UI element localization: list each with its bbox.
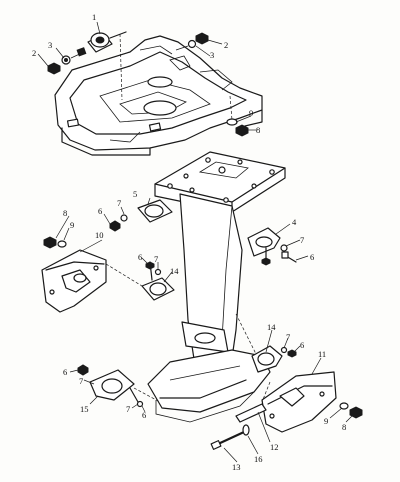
callout-6f: 6 [142,410,146,420]
callout-7b: 7 [300,235,304,245]
drive-shaft-housing [147,193,271,423]
nut-washer-bracket-right [226,118,249,137]
callout-7a: 7 [117,198,121,208]
swivel-bracket-frame [54,35,263,156]
callout-7f: 7 [126,404,130,414]
callout-12: 12 [270,442,279,452]
callout-6c: 6 [138,252,142,262]
callout-8c: 8 [342,422,346,432]
callout-2a: 2 [32,48,36,58]
callout-7d: 7 [286,332,290,342]
callout-11: 11 [318,349,326,359]
callout-15: 15 [80,404,89,414]
nut-washer-left [43,236,67,249]
fastener-set-right-upper [280,244,297,263]
rubber-mount-5 [137,197,173,223]
callout-3b: 3 [210,50,214,60]
rubber-mount-upper-left [47,31,127,75]
callout-6e: 6 [63,367,67,377]
callout-2b: 2 [224,40,228,50]
callout-7c: 7 [154,254,158,264]
callout-9b: 9 [70,220,74,230]
callout-leaders [37,21,355,463]
callout-7e: 7 [79,376,83,386]
callout-9c: 9 [324,416,328,426]
nut-washer-upper-right [175,32,209,51]
callout-6d: 6 [300,340,304,350]
callout-8b: 8 [63,208,67,218]
callout-1: 1 [92,12,96,22]
rubber-mount-14-right [251,345,297,373]
callout-16: 16 [254,454,263,464]
callout-13: 13 [232,462,241,472]
right-cover-11 [261,371,337,433]
callout-6a: 6 [98,206,102,216]
callout-6b: 6 [310,252,314,262]
callout-4: 4 [292,217,297,227]
nut-washer-right [339,402,363,419]
callout-10: 10 [95,230,104,240]
callout-labels: 1 2 3 2 3 9 8 5 7 6 8 9 10 4 7 6 6 7 14 … [32,12,346,472]
rubber-mount-4 [247,227,281,266]
left-cover-10 [41,249,107,313]
callout-14b: 14 [267,322,276,332]
callout-9a: 9 [249,108,253,118]
callout-5: 5 [133,189,137,199]
rubber-mount-15 [77,364,144,408]
callout-8a: 8 [256,125,260,135]
callout-14a: 14 [170,266,179,276]
callout-3a: 3 [48,40,52,50]
fastener-set-left-upper [109,214,128,232]
alignment-lines [105,33,271,403]
bolt-plate-assembly [210,403,267,450]
